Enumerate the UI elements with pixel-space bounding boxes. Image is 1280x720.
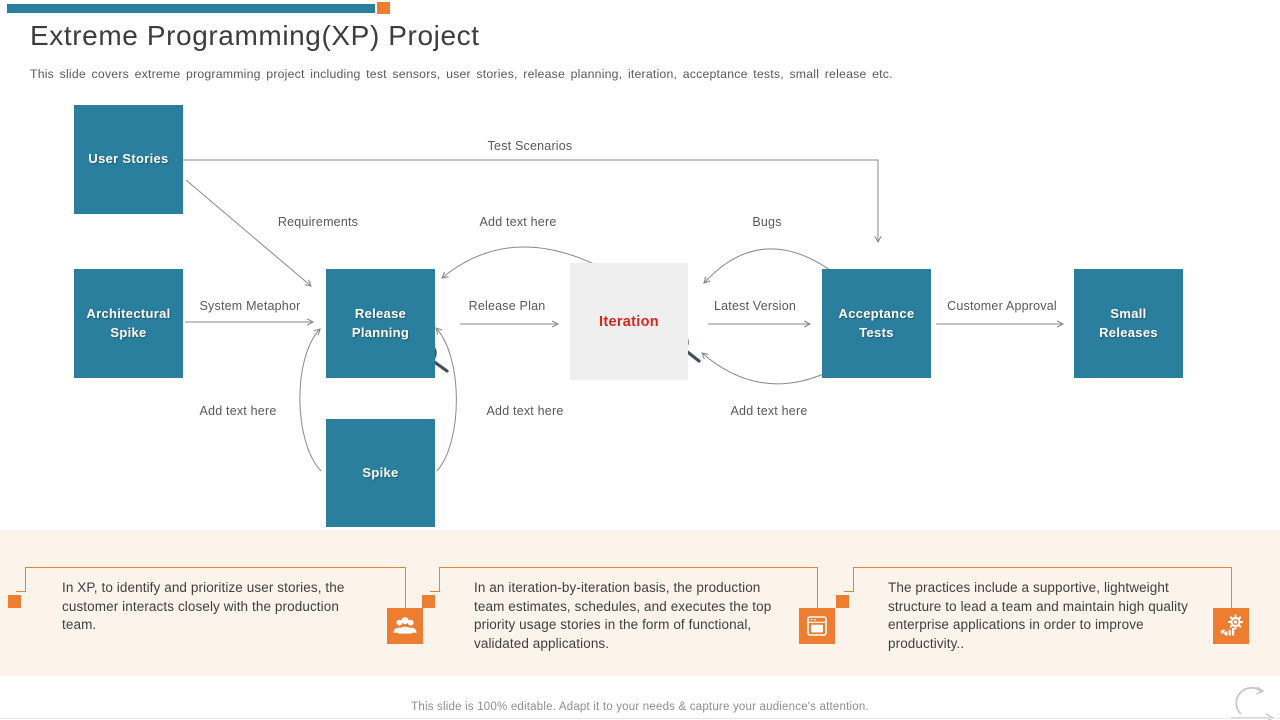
node-small-releases[interactable]: Small Releases	[1074, 269, 1183, 378]
node-label: Spike	[362, 464, 399, 480]
note-bracket	[853, 567, 854, 591]
edge-label-release-plan: Release Plan	[468, 299, 546, 313]
note-square-marker	[422, 595, 435, 608]
note-bracket	[25, 567, 26, 591]
slide-bottom-edge	[0, 718, 1280, 719]
note-text[interactable]: The practices include a supportive, ligh…	[888, 580, 1188, 651]
edge-label-requirements: Requirements	[277, 215, 359, 229]
edge-label-add-text-placeholder[interactable]: Add text here	[479, 215, 557, 229]
note-square-marker	[8, 595, 21, 608]
note-bracket	[439, 567, 440, 591]
top-accent-bar	[7, 4, 375, 13]
node-label: Release Planning	[351, 305, 410, 340]
note-bracket	[405, 567, 406, 608]
notes-band	[0, 530, 1280, 676]
edge-label-add-text-placeholder[interactable]: Add text here	[730, 404, 808, 418]
node-iteration[interactable]: Iteration	[570, 263, 688, 380]
edge-label-system-metaphor: System Metaphor	[199, 299, 301, 313]
footer-note: This slide is 100% editable. Adapt it to…	[411, 701, 869, 713]
note-bracket	[844, 591, 854, 592]
group-icon	[393, 617, 417, 634]
edge-label-add-text-placeholder[interactable]: Add text here	[486, 404, 564, 418]
connector-spike-loop-right	[435, 327, 457, 472]
node-release-planning[interactable]: Release Planning	[326, 269, 435, 378]
note-bracket	[430, 591, 440, 592]
node-label: Iteration	[599, 313, 659, 330]
node-label: Acceptance Tests	[838, 305, 915, 340]
node-architectural-spike[interactable]: Architectural Spike	[74, 269, 183, 378]
note-bracket	[853, 567, 1231, 568]
productivity-icon	[1220, 614, 1244, 636]
note-text[interactable]: In XP, to identify and prioritize user s…	[62, 580, 345, 633]
note-text[interactable]: In an iteration-by-iteration basis, the …	[474, 580, 772, 651]
note-square-marker	[836, 595, 849, 608]
note-bracket	[25, 567, 405, 568]
node-acceptance-tests[interactable]: Acceptance Tests	[822, 269, 931, 378]
node-label: Small Releases	[1099, 305, 1158, 340]
note-icon-box	[1213, 608, 1249, 644]
page-title: Extreme Programming(XP) Project	[30, 20, 480, 51]
top-accent-square	[377, 2, 390, 14]
note-icon-box	[387, 608, 423, 644]
node-label: Architectural Spike	[86, 305, 171, 340]
edge-label-bugs: Bugs	[752, 215, 782, 229]
node-user-stories[interactable]: User Stories	[74, 105, 183, 214]
connector-arc-bugs	[703, 248, 831, 284]
note-bracket	[16, 591, 26, 592]
connector-requirements	[185, 179, 312, 287]
connector-test-scenarios	[183, 159, 882, 244]
edge-label-add-text-placeholder[interactable]: Add text here	[199, 404, 277, 418]
edge-label-latest-version: Latest Version	[713, 299, 797, 313]
node-spike[interactable]: Spike	[326, 419, 435, 527]
schedule-icon	[807, 616, 827, 636]
note-bracket	[1231, 567, 1232, 608]
note-icon-box	[799, 608, 835, 644]
connector-arc-acceptance-to-iteration	[701, 352, 829, 385]
edge-label-test-scenarios: Test Scenarios	[487, 139, 573, 153]
edge-label-customer-approval: Customer Approval	[947, 299, 1057, 313]
node-label: User Stories	[88, 151, 169, 167]
connector-spike-loop-left	[299, 328, 322, 472]
note-bracket	[439, 567, 817, 568]
page-subtitle: This slide covers extreme programming pr…	[30, 67, 893, 81]
note-bracket	[817, 567, 818, 608]
